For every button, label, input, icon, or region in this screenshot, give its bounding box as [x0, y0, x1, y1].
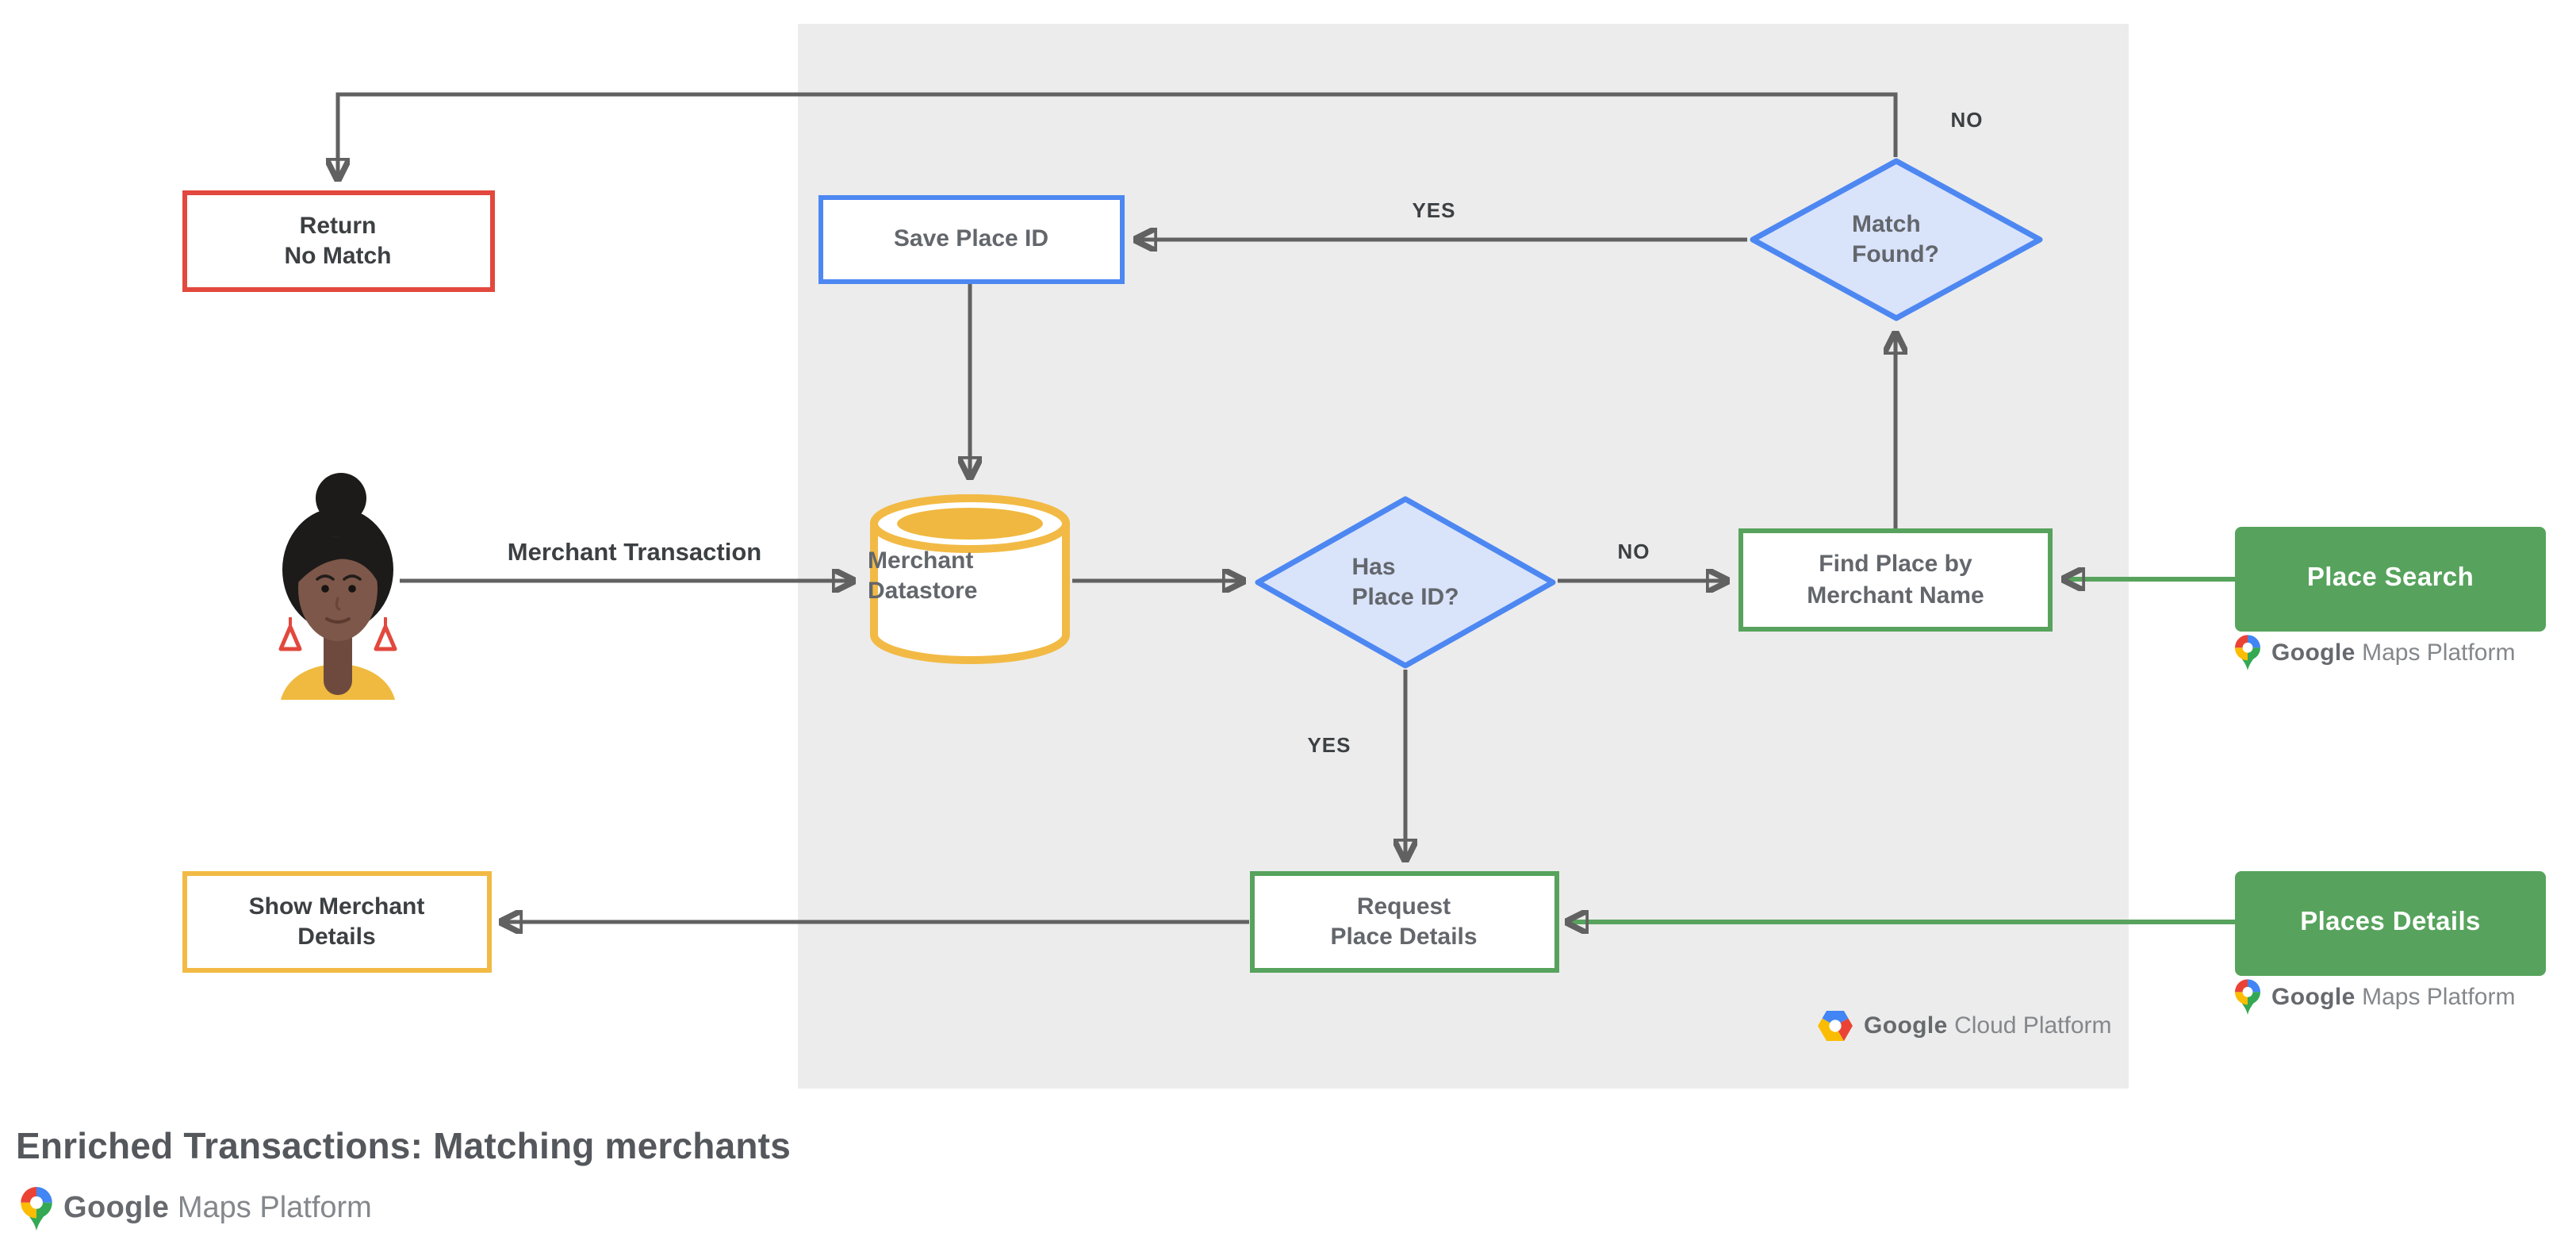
node-merchant-datastore-label: Merchant Datastore	[868, 547, 978, 605]
logo-text-google: Google	[63, 1192, 170, 1225]
logo-text-rest: Maps Platform	[2355, 639, 2516, 666]
google-maps-platform-logo: Google Maps Platform	[2235, 635, 2516, 671]
node-show-merchant-details-label: Show Merchant Details	[248, 893, 425, 951]
node-find-place-label: Find Place by Merchant Name	[1807, 551, 1984, 609]
node-places-details: Places Details	[2235, 871, 2546, 976]
node-return-no-match: Return No Match	[182, 190, 494, 291]
diagram-title: Enriched Transactions: Matching merchant…	[16, 1125, 791, 1166]
edge-label-no-top: NO	[1950, 108, 1984, 132]
node-match-found: Match Found?	[1747, 157, 2044, 322]
edge-match-no-to-return	[338, 92, 1898, 179]
user-avatar	[278, 473, 397, 700]
maps-pin-icon	[2235, 979, 2260, 1015]
logo-text: Google Cloud Platform	[1864, 1012, 2112, 1039]
logo-text-google: Google	[2271, 984, 2356, 1011]
node-request-place-details-label: Request Place Details	[1330, 893, 1478, 951]
node-save-place-id-label: Save Place ID	[893, 225, 1049, 253]
node-request-place-details: Request Place Details	[1249, 871, 1558, 972]
google-cloud-platform-logo: Google Cloud Platform	[1818, 1011, 2112, 1041]
maps-pin-icon	[21, 1187, 52, 1231]
node-place-search: Place Search	[2235, 527, 2546, 632]
logo-text: Google Maps Platform	[2271, 984, 2516, 1011]
node-has-place-id-label: Has Place ID?	[1351, 553, 1459, 611]
node-has-place-id: Has Place ID?	[1253, 495, 1558, 670]
logo-text-rest: Maps Platform	[2355, 984, 2516, 1011]
node-show-merchant-details: Show Merchant Details	[182, 871, 492, 972]
logo-text-google: Google	[1864, 1012, 1948, 1039]
database-cylinder-icon	[870, 494, 1070, 664]
edge-label-yes-mid: YES	[1307, 733, 1351, 757]
diamond-shape-icon	[1255, 496, 1556, 669]
google-maps-platform-logo-footer: Google Maps Platform	[21, 1187, 372, 1231]
logo-text-rest: Maps Platform	[169, 1192, 372, 1225]
edge-label-no-mid: NO	[1617, 540, 1650, 563]
node-places-details-label: Places Details	[2300, 908, 2481, 937]
edge-label-yes-top: YES	[1412, 198, 1456, 222]
google-maps-platform-logo: Google Maps Platform	[2235, 979, 2516, 1016]
logo-text-rest: Cloud Platform	[1947, 1012, 2112, 1039]
node-merchant-datastore: Merchant Datastore	[868, 489, 1072, 666]
node-return-no-match-label: Return No Match	[284, 212, 392, 270]
maps-pin-icon	[2235, 635, 2260, 670]
logo-text-google: Google	[2271, 639, 2356, 666]
diamond-shape-icon	[1749, 158, 2042, 321]
logo-text: Google Maps Platform	[63, 1192, 372, 1227]
node-match-found-label: Match Found?	[1852, 210, 1939, 268]
node-save-place-id: Save Place ID	[818, 195, 1125, 284]
node-find-place-by-merchant-name: Find Place by Merchant Name	[1738, 528, 2053, 632]
logo-text: Google Maps Platform	[2271, 639, 2516, 666]
merchant-transaction-label: Merchant Transaction	[507, 540, 762, 566]
cloud-hexagon-icon	[1818, 1011, 1853, 1041]
node-place-search-label: Place Search	[2306, 563, 2474, 593]
